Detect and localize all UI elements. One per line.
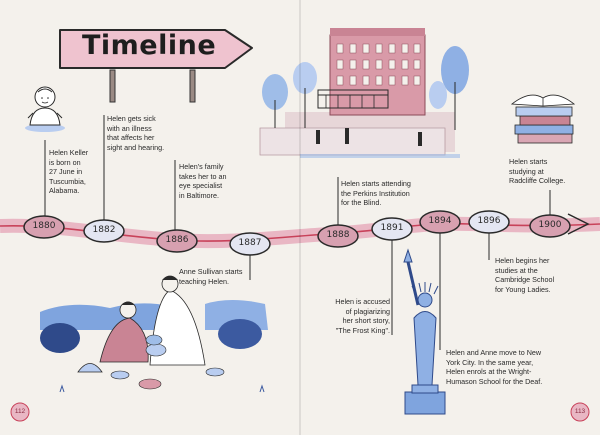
statue-of-liberty-illustration: [403, 248, 446, 415]
baby-illustration: [25, 86, 65, 132]
page-number-markers: [10, 402, 590, 422]
year-label-1886: 1886: [165, 235, 189, 245]
title-signpost-icon: [59, 29, 253, 103]
year-label-1880: 1880: [32, 221, 56, 231]
seaside-illustration: [40, 275, 268, 393]
page-number-left: 112: [14, 408, 26, 415]
year-label-1888: 1888: [326, 230, 350, 240]
building-illustration: [259, 28, 469, 158]
page-number-right: 113: [574, 408, 586, 415]
connector-lines: [44, 115, 551, 350]
year-markers: [23, 210, 571, 256]
year-label-1891: 1891: [380, 223, 404, 233]
books-illustration: [510, 94, 576, 144]
year-label-1894: 1894: [428, 216, 452, 226]
year-label-1887: 1887: [238, 238, 262, 248]
year-label-1882: 1882: [92, 225, 116, 235]
book-gutter: [299, 0, 301, 435]
year-label-1900: 1900: [538, 220, 562, 230]
year-label-1896: 1896: [477, 216, 501, 226]
page-title: Timeline: [82, 30, 217, 61]
